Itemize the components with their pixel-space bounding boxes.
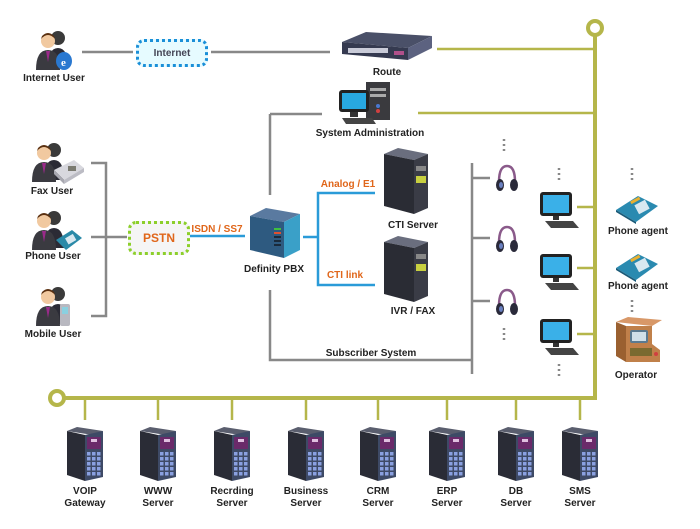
cti-link-label: CTI link [326, 270, 364, 281]
pstn-cloud: PSTN [128, 221, 190, 255]
pstn-label: PSTN [142, 231, 175, 245]
server-label-line2: Server [362, 498, 394, 509]
pbx-server-icon [250, 208, 300, 258]
server-label-line1: Recrding [210, 486, 254, 497]
router-icon [342, 32, 432, 60]
phone-user-icon [32, 211, 82, 250]
headset-icon [496, 288, 518, 315]
internet-cloud: Internet [136, 39, 208, 67]
headset-icon [496, 225, 518, 252]
server-label-line2: Server [142, 498, 174, 509]
ivr-fax-server-icon [384, 236, 428, 302]
backbone-terminator-left [48, 389, 66, 407]
desk-phone-icon [616, 254, 658, 282]
server-label-line1: ERP [436, 486, 458, 497]
fax-user-label: Fax User [30, 186, 74, 197]
server-label-line2: Server [500, 498, 532, 509]
line-cti-bracket [316, 191, 375, 287]
phone-user-label: Phone User [25, 251, 81, 262]
definity-pbx-label: Definity PBX [243, 264, 304, 275]
server-label-line1: DB [508, 486, 524, 497]
server-label-line1: WWW [143, 486, 173, 497]
svg-text:e: e [61, 57, 66, 69]
cti-server-icon [384, 148, 428, 214]
server-icon [136, 425, 180, 483]
agent-monitor-icon [540, 319, 579, 355]
internet-label: Internet [153, 47, 191, 59]
fax-user-icon [32, 143, 84, 184]
server-label-line1: SMS [569, 486, 591, 497]
server-icon [558, 425, 602, 483]
server-icon [425, 425, 469, 483]
server-icon [210, 425, 254, 483]
headset-icon [496, 164, 518, 191]
server-icon [284, 425, 328, 483]
desk-phone-icon [616, 196, 658, 224]
server-label-line2: Server [216, 498, 248, 509]
server-label-line1: Business [283, 486, 329, 497]
server-label-line2: Server [431, 498, 463, 509]
route-label: Route [372, 67, 402, 78]
phone-agent-label-2: Phone agent [607, 281, 668, 292]
line-users-bracket [91, 161, 108, 318]
server-label-line1: CRM [366, 486, 390, 497]
internet-user-icon: e [36, 31, 72, 70]
internet-user-label: Internet User [23, 73, 85, 84]
server-label-line1: VOIP [73, 486, 97, 497]
mobile-user-label: Mobile User [24, 329, 82, 340]
backbone-terminator-top [586, 19, 604, 37]
subscriber-system-label: Subscriber System [325, 348, 417, 359]
operator-label: Operator [614, 370, 658, 381]
server-label-line2: Server [290, 498, 322, 509]
agent-monitor-icon [540, 192, 579, 228]
ellipsis-marks [502, 139, 634, 378]
operator-console-icon [616, 317, 662, 362]
mobile-user-icon [36, 287, 70, 326]
phone-agent-label-1: Phone agent [607, 226, 668, 237]
server-icon [494, 425, 538, 483]
line-pbx-subscriber [268, 290, 472, 362]
server-icon [63, 425, 107, 483]
agent-monitor-icon [540, 254, 579, 290]
isdn-ss7-label: ISDN / SS7 [191, 224, 243, 235]
cti-server-label: CTI Server [387, 220, 439, 231]
ivr-fax-label: IVR / FAX [390, 306, 436, 317]
workstation-icon [339, 82, 390, 124]
analog-e1-label: Analog / E1 [320, 179, 376, 190]
server-label-line2: Server [564, 498, 596, 509]
server-label-line2: Gateway [64, 498, 106, 509]
server-icon [356, 425, 400, 483]
system-admin-label: System Administration [315, 128, 425, 139]
